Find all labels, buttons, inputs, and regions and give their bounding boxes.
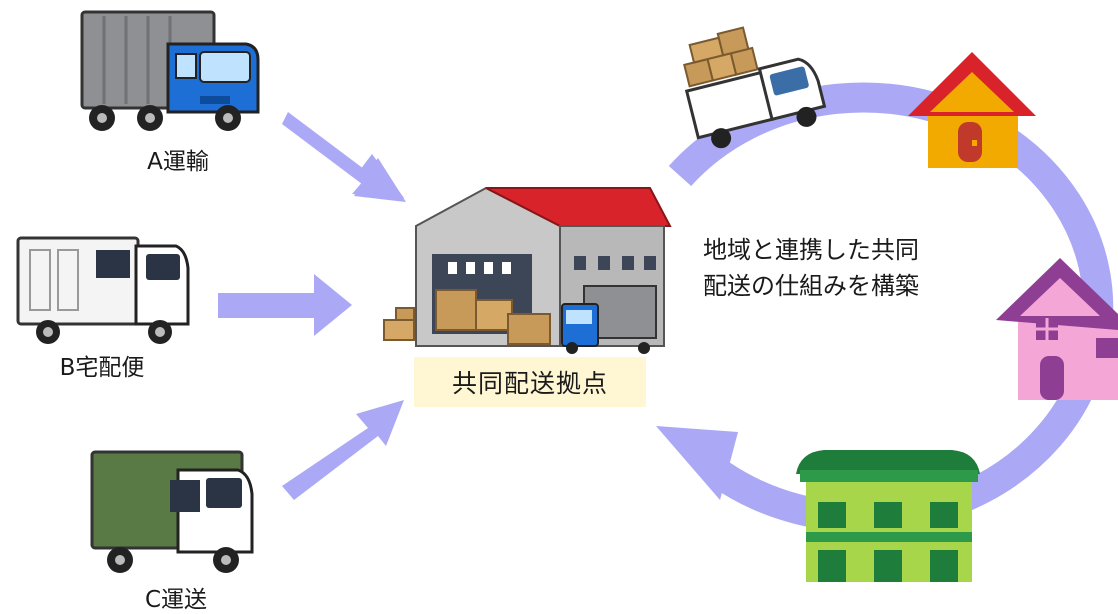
house-red-roof-icon — [908, 52, 1036, 168]
hub-label: 共同配送拠点 — [414, 357, 646, 407]
cycle-description-line-2: 配送の仕組みを構築 — [703, 272, 919, 300]
canvas-truck-green-icon — [90, 450, 254, 573]
company-a-label: A運輸 — [147, 149, 209, 175]
arrow-a-to-hub — [282, 112, 406, 202]
box-truck-blue-cab-icon — [80, 10, 260, 131]
cycle-description: 地域と連携した共同 配送の仕組みを構築 — [703, 232, 919, 304]
warehouse-icon — [383, 186, 672, 354]
company-c-label: C運送 — [144, 587, 208, 613]
cycle-description-line-1: 地域と連携した共同 — [703, 236, 919, 264]
mini-truck-with-boxes-icon — [683, 26, 827, 149]
arrow-c-to-hub — [282, 400, 404, 500]
cycle-arrowhead — [656, 426, 738, 500]
house-pink-icon — [996, 258, 1118, 400]
apartment-building-green-icon — [796, 450, 980, 582]
company-b-label: B宅配便 — [59, 355, 145, 381]
arrow-b-to-hub — [218, 274, 352, 336]
delivery-truck-white-icon — [16, 236, 190, 344]
